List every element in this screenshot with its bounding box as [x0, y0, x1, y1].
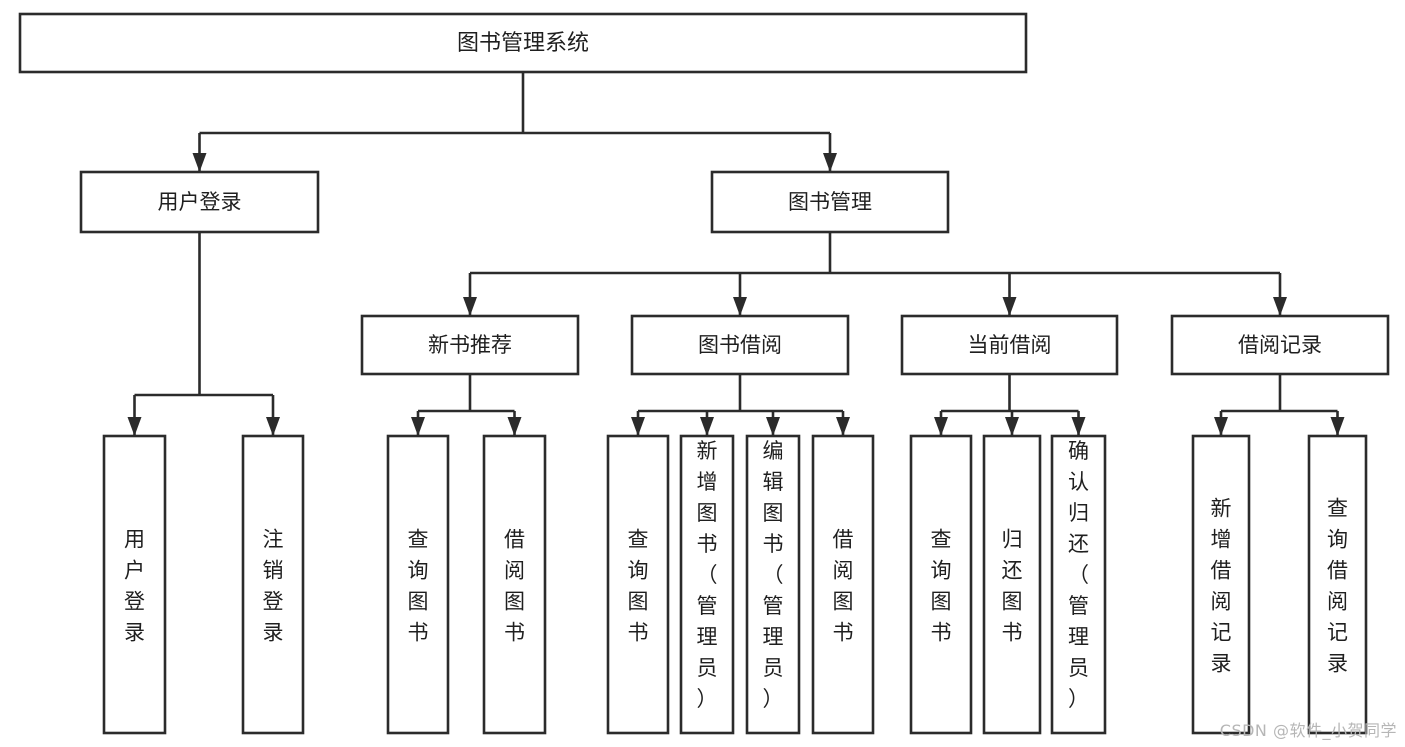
node-leaf-user-logout[interactable]: 注销登录: [241, 434, 305, 735]
node-book-borrow[interactable]: 图书借阅: [630, 314, 850, 376]
node-label: 图书管理系统: [457, 31, 589, 56]
node-layer: 图书管理系统用户登录图书管理新书推荐图书借阅当前借阅借阅记录用户登录注销登录查询…: [18, 12, 1390, 735]
arrow-head-icon: [1071, 417, 1086, 436]
arrow-head-icon: [766, 417, 780, 436]
node-label: 编辑图书（管理员）: [763, 439, 784, 711]
node-label: 新增图书（管理员）: [697, 439, 718, 711]
arrow-head-icon: [1273, 297, 1287, 316]
node-leaf-query-book-2[interactable]: 查询图书: [606, 434, 670, 735]
node-label: 借阅图书: [504, 528, 525, 645]
node-leaf-user-login[interactable]: 用户登录: [102, 434, 167, 735]
node-leaf-query-record[interactable]: 查询借阅记录: [1307, 434, 1368, 735]
arrow-head-icon: [127, 417, 142, 436]
arrow-head-icon: [507, 417, 522, 436]
node-leaf-borrow-book-2[interactable]: 借阅图书: [811, 434, 875, 735]
arrow-head-icon: [1330, 417, 1345, 436]
node-current-borrow[interactable]: 当前借阅: [900, 314, 1119, 376]
node-leaf-edit-book[interactable]: 编辑图书（管理员）: [745, 434, 801, 735]
node-label: 用户登录: [158, 190, 242, 214]
arrow-head-icon: [411, 417, 425, 436]
node-label: 图书管理: [788, 190, 872, 214]
node-label: 归还图书: [1002, 528, 1023, 645]
node-borrow-record[interactable]: 借阅记录: [1170, 314, 1390, 376]
arrow-head-icon: [1214, 417, 1228, 436]
arrow-head-icon: [733, 297, 747, 316]
node-book-manage[interactable]: 图书管理: [710, 170, 950, 234]
arrow-head-icon: [463, 297, 477, 316]
node-label: 查询图书: [408, 528, 429, 645]
node-leaf-return-book[interactable]: 归还图书: [982, 434, 1042, 735]
arrow-head-icon: [1002, 297, 1017, 316]
node-leaf-add-record[interactable]: 新增借阅记录: [1191, 434, 1251, 735]
node-label: 查询图书: [931, 528, 952, 645]
node-label: 查询图书: [628, 528, 649, 645]
arrow-head-icon: [266, 417, 280, 436]
arrow-head-icon: [1005, 417, 1019, 436]
node-user-login[interactable]: 用户登录: [79, 170, 320, 234]
arrow-head-icon: [700, 417, 714, 436]
connector-layer: [127, 72, 1345, 436]
arrow-head-icon: [934, 417, 948, 436]
node-label: 新增借阅记录: [1211, 497, 1232, 676]
node-leaf-query-book-1[interactable]: 查询图书: [386, 434, 450, 735]
arrow-head-icon: [631, 417, 645, 436]
node-new-book-rec[interactable]: 新书推荐: [360, 314, 580, 376]
node-label: 当前借阅: [968, 333, 1052, 357]
arrow-head-icon: [836, 417, 850, 436]
node-label: 用户登录: [124, 528, 145, 645]
node-label: 新书推荐: [428, 333, 512, 357]
node-root-system[interactable]: 图书管理系统: [18, 12, 1028, 74]
node-label: 借阅图书: [833, 528, 854, 645]
node-leaf-query-book-3[interactable]: 查询图书: [909, 434, 973, 735]
node-leaf-confirm-return[interactable]: 确认归还（管理员）: [1050, 434, 1107, 735]
node-label: 图书借阅: [698, 333, 782, 357]
node-leaf-borrow-book-1[interactable]: 借阅图书: [482, 434, 547, 735]
arrow-head-icon: [823, 153, 837, 172]
node-leaf-add-book[interactable]: 新增图书（管理员）: [679, 434, 735, 735]
node-label: 查询借阅记录: [1327, 497, 1348, 676]
arrow-head-icon: [192, 153, 207, 172]
node-label: 注销登录: [263, 528, 284, 645]
node-label: 借阅记录: [1238, 333, 1322, 357]
node-label: 确认归还（管理员）: [1068, 439, 1089, 711]
